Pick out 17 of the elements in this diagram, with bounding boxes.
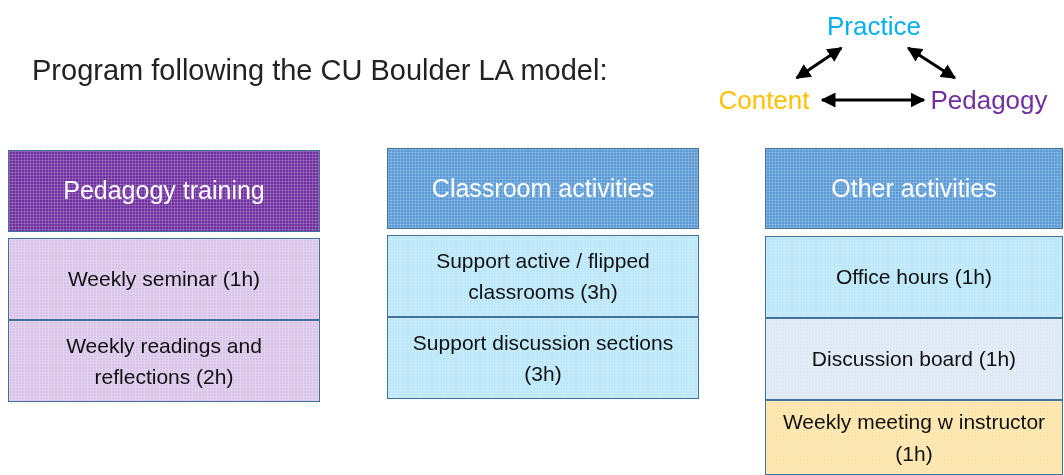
activity-box: Weekly seminar (1h) bbox=[8, 238, 320, 320]
double-arrow bbox=[906, 46, 957, 80]
concept-label: Content bbox=[718, 84, 810, 116]
category-header: Classroom activities bbox=[387, 148, 699, 229]
activity-box: Weekly meeting w instructor (1h) bbox=[765, 400, 1063, 475]
category-header: Other activities bbox=[765, 148, 1063, 229]
activity-box: Support active / flipped classrooms (3h) bbox=[387, 235, 699, 317]
activity-box: Office hours (1h) bbox=[765, 236, 1063, 318]
activity-box: Discussion board (1h) bbox=[765, 318, 1063, 400]
concept-label: Pedagogy bbox=[930, 84, 1048, 116]
category-header: Pedagogy training bbox=[8, 150, 320, 232]
activity-box: Support discussion sections (3h) bbox=[387, 317, 699, 399]
double-arrow bbox=[820, 92, 926, 108]
concept-label: Practice bbox=[827, 10, 921, 42]
heading: Program following the CU Boulder LA model: bbox=[32, 54, 608, 87]
activity-box: Weekly readings and reflections (2h) bbox=[8, 320, 320, 402]
double-arrow bbox=[795, 46, 843, 80]
